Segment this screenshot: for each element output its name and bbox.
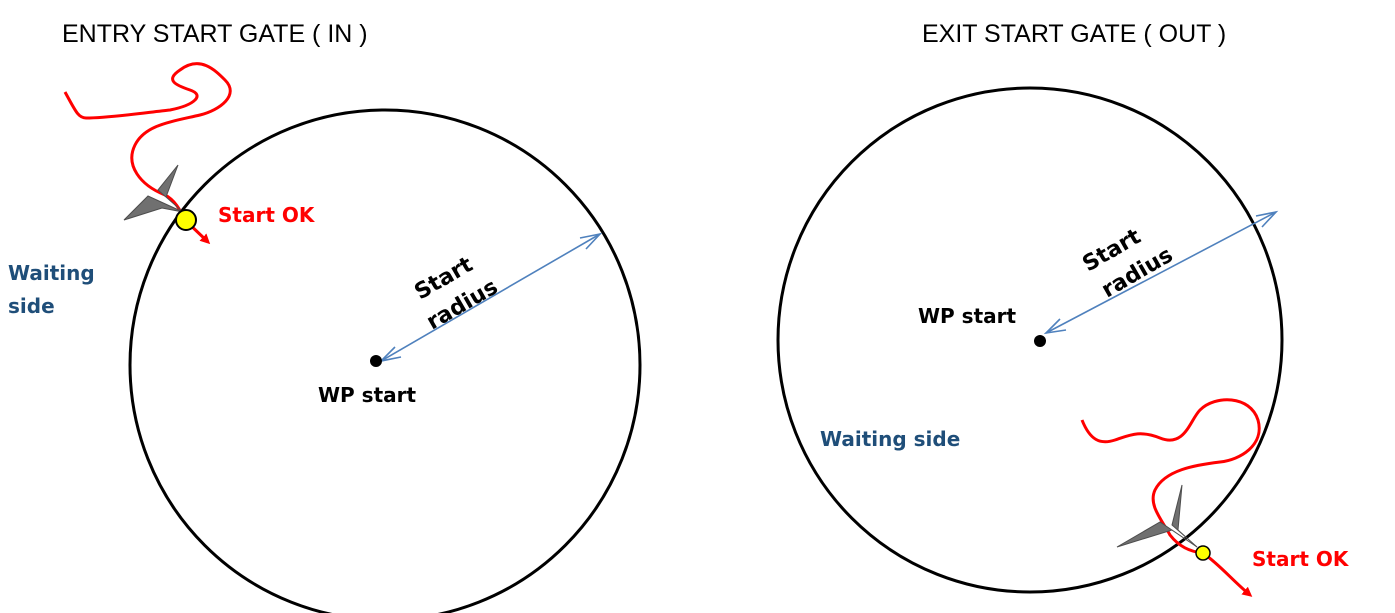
entry-cylinder-circle <box>128 108 642 613</box>
yellow-dot-icon <box>1195 545 1211 561</box>
entry-waiting-line1: Waiting <box>8 261 95 285</box>
exit-track <box>1080 398 1261 555</box>
exit-waiting: Waiting side <box>820 427 960 451</box>
entry-panel: ENTRY START GATE ( IN ) Start OK Waiting… <box>8 20 642 613</box>
entry-radius-arrowhead-outer <box>579 232 603 250</box>
entry-wp-start: WP start <box>318 383 417 407</box>
exit-panel: EXIT START GATE ( OUT ) Start radius WP … <box>776 20 1350 597</box>
glider-icon <box>1116 484 1198 548</box>
black-dot-icon <box>1034 335 1046 347</box>
entry-track <box>63 62 232 221</box>
entry-radius-arrow <box>380 233 601 362</box>
entry-start-ok: Start OK <box>218 203 316 227</box>
black-dot-icon <box>370 355 382 367</box>
exit-title: EXIT START GATE ( OUT ) <box>922 20 1226 48</box>
exit-radius-arrowhead-outer <box>1255 210 1279 228</box>
yellow-dot-icon <box>175 209 197 231</box>
exit-start-ok: Start OK <box>1252 547 1350 571</box>
entry-waiting-line2: side <box>8 294 55 318</box>
exit-radius-arrowhead-inner <box>1043 318 1067 335</box>
entry-radius-arrowhead-inner <box>378 346 402 363</box>
exit-radius-arrow <box>1045 211 1277 334</box>
exit-track-arrow <box>1202 551 1253 597</box>
exit-wp-start: WP start <box>918 304 1017 328</box>
glider-icon <box>123 164 184 221</box>
exit-cylinder-circle <box>776 86 1284 594</box>
entry-title: ENTRY START GATE ( IN ) <box>62 20 368 48</box>
